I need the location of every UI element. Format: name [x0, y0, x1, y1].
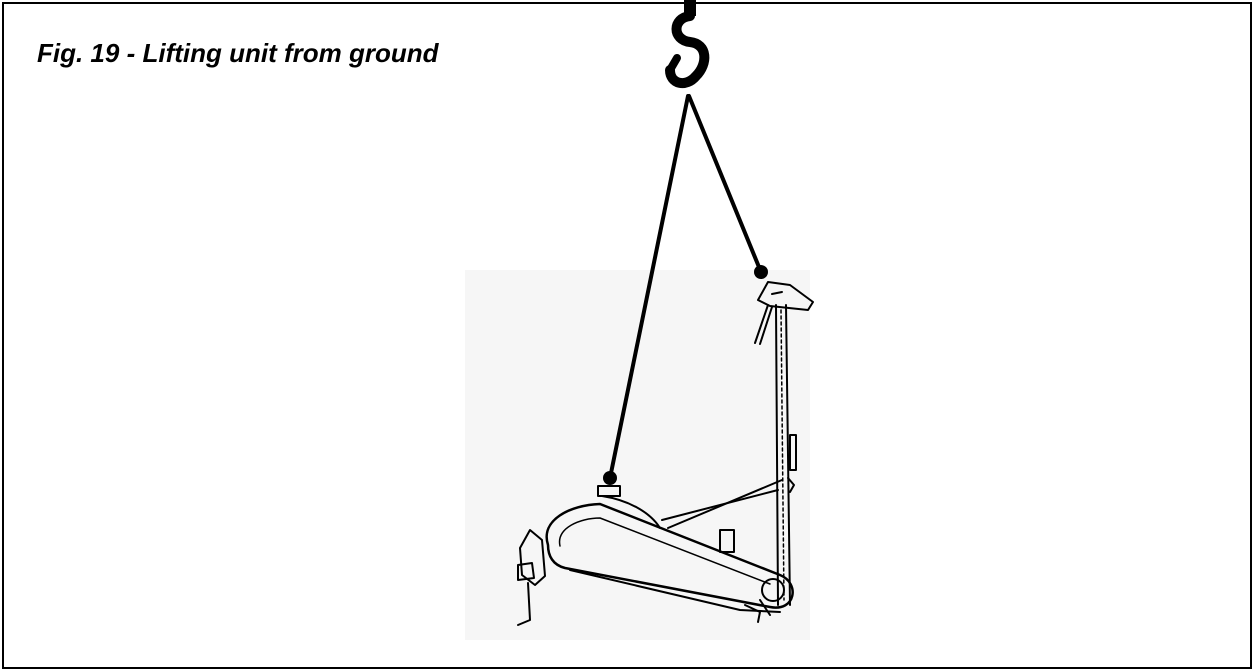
figure-caption: Fig. 19 - Lifting unit from ground [37, 38, 439, 68]
machine-drawing [517, 281, 814, 626]
attachment-point-right [754, 265, 768, 279]
crane-hook-icon [665, 0, 710, 89]
lifting-cables [608, 94, 763, 480]
background-patch [465, 270, 810, 640]
attachment-point-left [603, 471, 617, 485]
